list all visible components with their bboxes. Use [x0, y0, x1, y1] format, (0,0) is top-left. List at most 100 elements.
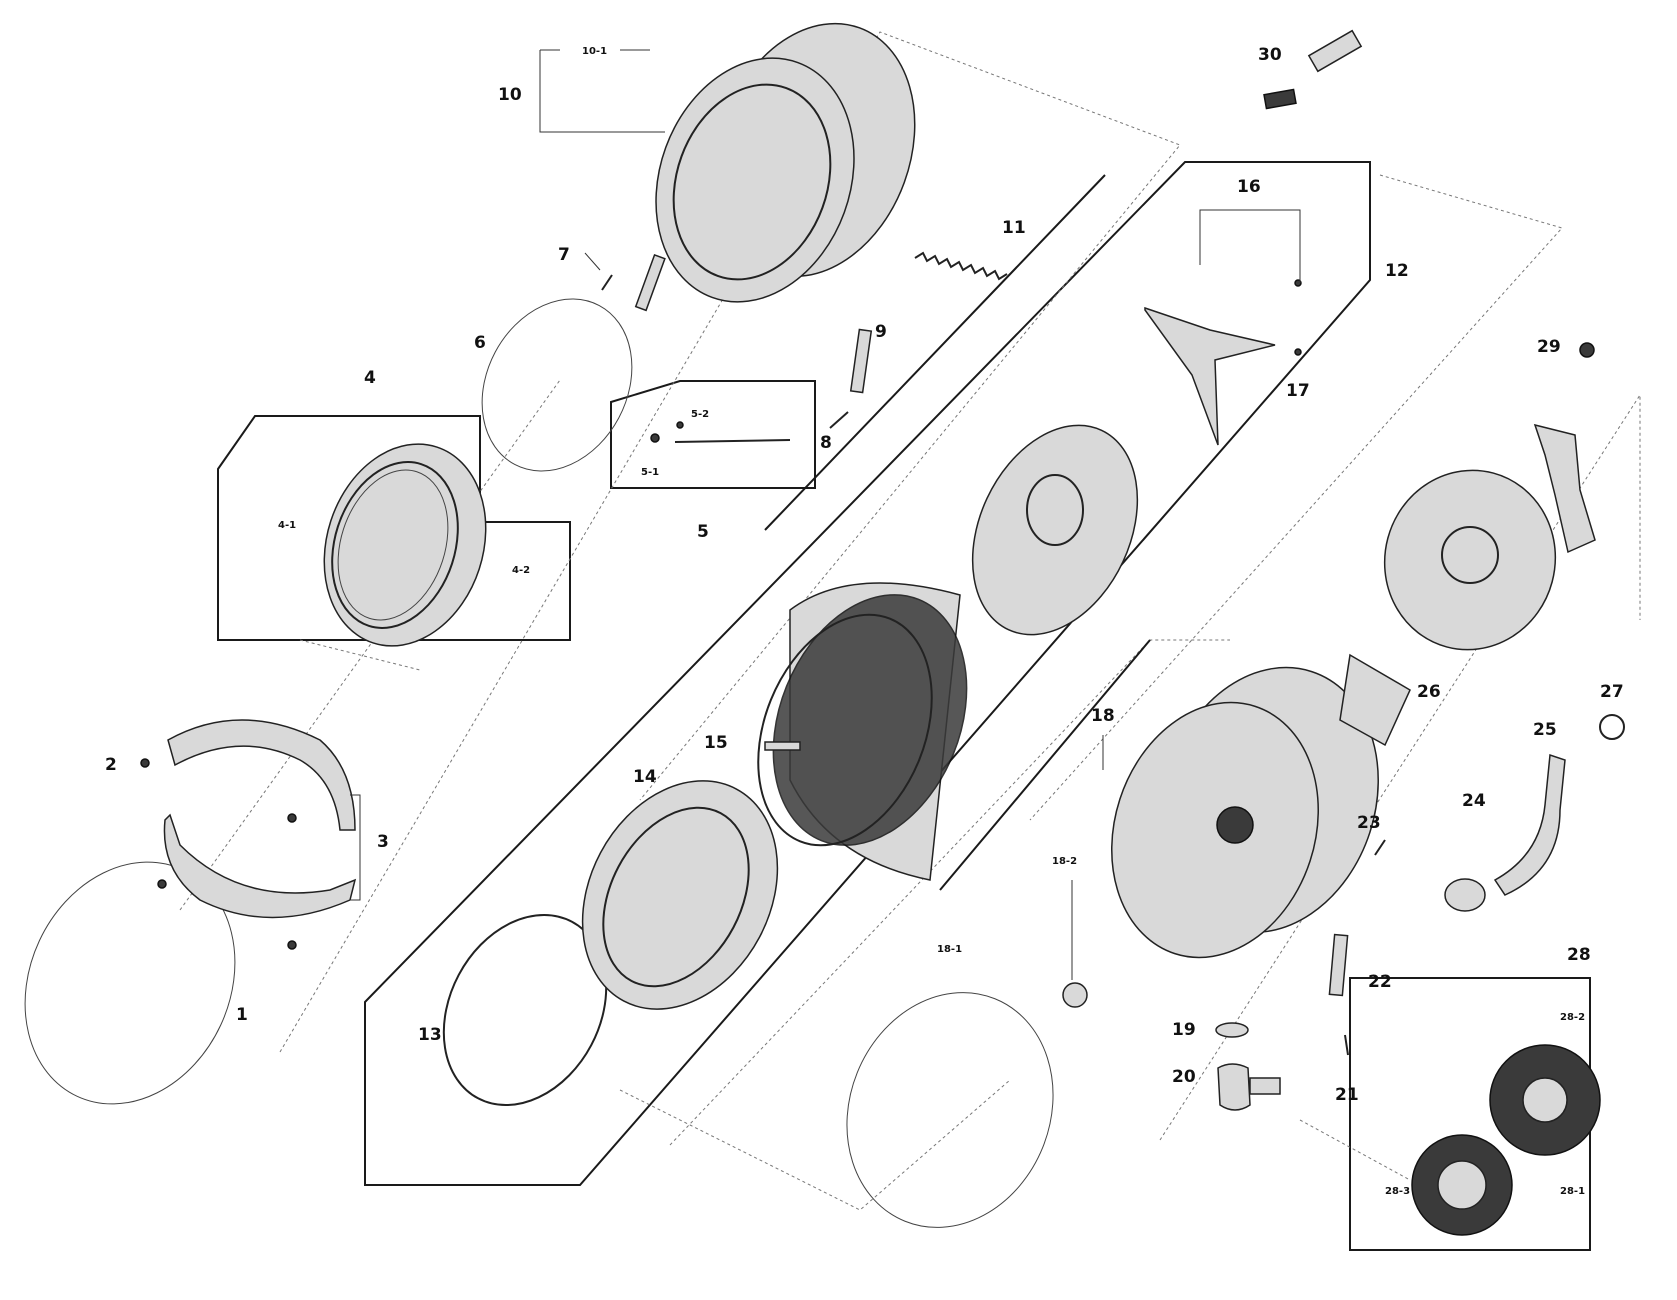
part-21-bolt	[1344, 1034, 1349, 1056]
label-4-2: 4-2	[512, 565, 530, 576]
group-5-frame	[610, 380, 816, 489]
label-30: 30	[1258, 45, 1282, 65]
part-5-rod	[674, 439, 791, 443]
group-28-frame	[1349, 977, 1591, 1251]
part-8-bolt	[829, 411, 849, 429]
part-23-bolt	[1374, 839, 1386, 856]
leader-3	[350, 794, 361, 901]
part-10-front-tub-opening	[672, 83, 832, 281]
group-4-frame	[217, 415, 571, 641]
label-4: 4	[364, 368, 376, 388]
label-11: 11	[1002, 218, 1026, 238]
part-30-connector	[1263, 88, 1297, 110]
leader-10	[539, 50, 665, 133]
part-16-spider	[1144, 306, 1276, 446]
guide-diag-left	[299, 639, 421, 671]
part-1-ring	[24, 861, 236, 1105]
part-30-sensor	[1307, 29, 1363, 73]
label-26: 26	[1417, 682, 1441, 702]
leader-16	[1199, 209, 1301, 283]
label-28-2: 28-2	[1560, 1012, 1585, 1023]
part-2-screw-b	[287, 813, 297, 823]
label-25: 25	[1533, 720, 1557, 740]
part-2-screw	[140, 758, 150, 768]
part-9-damper	[849, 328, 873, 394]
label-13: 13	[418, 1025, 442, 1045]
part-7-bolt	[601, 274, 613, 291]
label-28-3: 28-3	[1385, 1186, 1410, 1197]
part-18-1-gasket	[846, 992, 1054, 1228]
part-18-rear-tub-face	[1111, 701, 1319, 959]
part-4-1-ring	[337, 469, 449, 621]
part-14-balancer-inner	[602, 806, 750, 988]
label-10-1: 10-1	[582, 46, 607, 57]
rear-cover-plate	[1383, 469, 1557, 651]
part-24-cap	[1444, 878, 1486, 912]
label-10: 10	[498, 85, 522, 105]
label-12: 12	[1385, 261, 1409, 281]
label-18: 18	[1091, 706, 1115, 726]
label-5: 5	[697, 522, 709, 542]
part-15-lifter	[764, 741, 801, 751]
part-17-bolt	[1294, 348, 1302, 356]
label-21: 21	[1335, 1085, 1359, 1105]
label-19: 19	[1172, 1020, 1196, 1040]
part-2-screw-d	[287, 940, 297, 950]
label-5-1: 5-1	[641, 467, 659, 478]
part-15-drum-front	[757, 613, 933, 847]
part-19-sump-cap	[1215, 1022, 1249, 1038]
label-8: 8	[820, 433, 832, 453]
label-29: 29	[1537, 337, 1561, 357]
part-6-ring	[481, 298, 633, 472]
guide-diag-mid	[179, 379, 561, 911]
part-27-clamp	[1599, 714, 1625, 740]
part-22-damper	[1328, 933, 1349, 997]
label-20: 20	[1172, 1067, 1196, 1087]
guide-upper	[279, 31, 1181, 1053]
label-27: 27	[1600, 682, 1624, 702]
label-28: 28	[1567, 945, 1591, 965]
bracket-right	[1533, 423, 1596, 554]
guide-28	[1299, 1119, 1411, 1181]
part-2-screw-c	[157, 879, 167, 889]
part-3-lower-bracket	[163, 813, 357, 919]
part-11-spring	[914, 251, 1008, 281]
label-22: 22	[1368, 972, 1392, 992]
part-7-damper	[634, 253, 666, 312]
part-29-clip	[1579, 342, 1595, 358]
part-26-bracket	[1339, 653, 1411, 747]
label-2: 2	[105, 755, 117, 775]
label-23: 23	[1357, 813, 1381, 833]
part-5-1-washer	[650, 433, 660, 443]
part-15-drum-back	[772, 594, 968, 846]
part-4-gasket-outer	[323, 443, 487, 647]
label-4-1: 4-1	[278, 520, 296, 531]
drum-back-plate-hub	[1026, 474, 1084, 546]
group-12-frame	[364, 161, 1371, 1186]
guide-bottom	[619, 1079, 1011, 1211]
label-24: 24	[1462, 791, 1486, 811]
part-5-2-clip	[676, 421, 684, 429]
part-28-1-stator-center	[1437, 1160, 1487, 1210]
label-17: 17	[1286, 381, 1310, 401]
label-18-1: 18-1	[937, 944, 962, 955]
leader-7	[584, 252, 601, 271]
part-13-ring	[442, 913, 608, 1107]
label-7: 7	[558, 245, 570, 265]
label-3: 3	[377, 832, 389, 852]
label-18-2: 18-2	[1052, 856, 1077, 867]
part-25-hose	[1493, 753, 1566, 896]
label-9: 9	[875, 322, 887, 342]
part-18-2-seal	[1062, 982, 1088, 1008]
rear-cover-hub	[1441, 526, 1499, 584]
part-28-2-rotor-center	[1522, 1077, 1568, 1123]
rail-1	[764, 174, 1106, 531]
label-1: 1	[236, 1005, 248, 1025]
drum-back-plate	[971, 424, 1139, 636]
part-20-sump	[1217, 1063, 1251, 1111]
part-3-upper-bracket	[167, 719, 356, 831]
label-16: 16	[1237, 177, 1261, 197]
label-14: 14	[633, 767, 657, 787]
label-15: 15	[704, 733, 728, 753]
